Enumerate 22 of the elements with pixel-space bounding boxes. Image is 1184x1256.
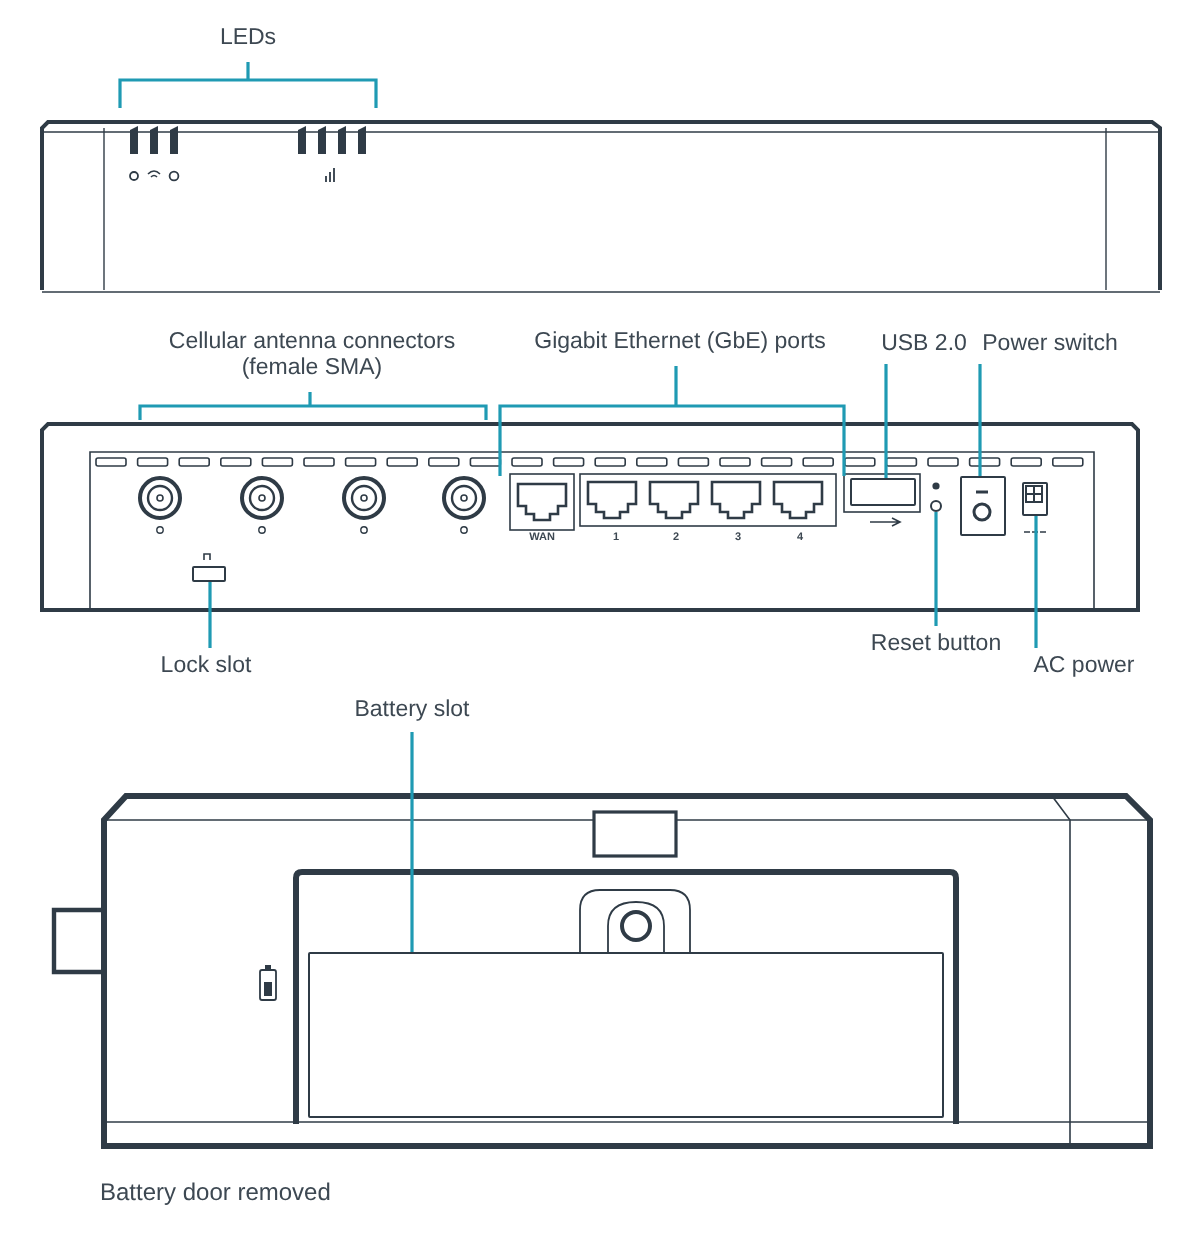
callout-label: Gigabit Ethernet (GbE) ports [532,330,828,357]
callout-label: USB 2.0 [876,330,972,360]
callout-label: Power switch [972,330,1128,360]
callout-label: Battery slot [328,694,496,728]
battery-slot [308,952,944,1118]
leader-line [978,364,982,476]
leader-line [208,582,212,648]
callout-label: Cellular antenna connectors (female SMA) [166,330,458,383]
power-switch [960,476,1006,536]
usb-port [850,478,916,506]
callout-label: AC power [1026,652,1142,682]
leader-line [1034,516,1038,648]
lock-slot [192,566,226,582]
power-connector [1022,482,1048,516]
leader-line [884,364,888,478]
callout-label: Reset button [860,630,1012,660]
leader-line [934,512,938,626]
leader-line [410,732,414,952]
callout-label: Lock slot [148,652,264,682]
reset-button [930,500,942,512]
callout-label: LEDs [217,26,279,53]
caption: Battery door removed [100,1180,333,1208]
